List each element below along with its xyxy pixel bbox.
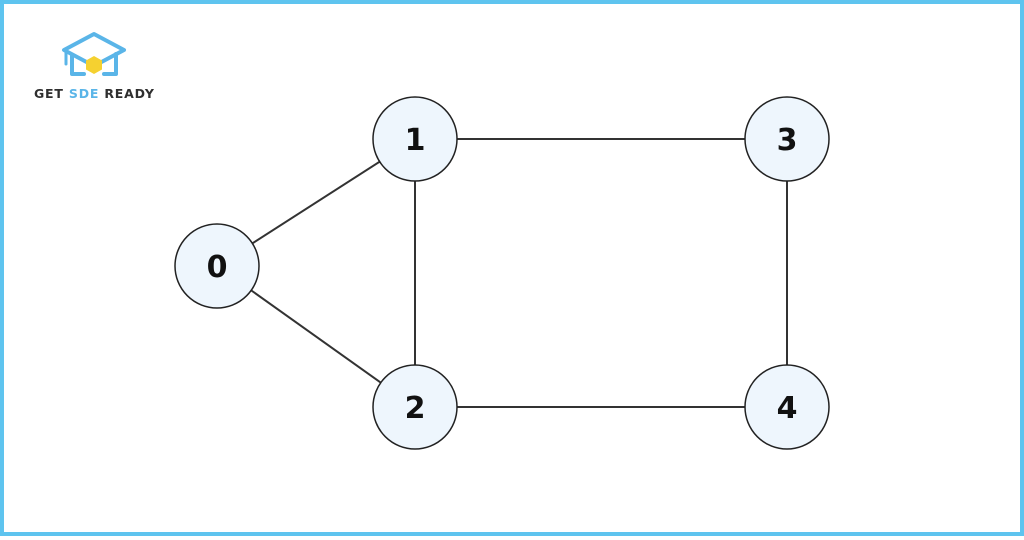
node-2: 2: [372, 364, 458, 450]
node-label: 1: [405, 123, 426, 158]
node-3: 3: [744, 96, 830, 182]
graph-nodes: 0 1 2 3 4: [174, 96, 830, 450]
node-0: 0: [174, 223, 260, 309]
node-circle: [174, 223, 260, 309]
brand-logo: GET SDE READY: [32, 28, 162, 108]
node-label: 3: [777, 123, 798, 158]
node-circle: [744, 96, 830, 182]
brand-name: GET SDE READY: [34, 86, 155, 101]
node-label: 0: [207, 250, 228, 285]
node-1: 1: [372, 96, 458, 182]
graph-edges: [216, 138, 788, 408]
node-circle: [372, 364, 458, 450]
node-label: 2: [405, 391, 426, 426]
node-circle: [744, 364, 830, 450]
brand-name-get: GET: [34, 86, 64, 101]
node-4: 4: [744, 364, 830, 450]
brand-name-ready: READY: [104, 86, 155, 101]
graph-diagram: 0 1 2 3 4: [174, 96, 830, 450]
node-circle: [372, 96, 458, 182]
node-label: 4: [777, 391, 798, 426]
brand-name-sde: SDE: [68, 86, 100, 101]
graduation-house-icon: [62, 32, 126, 76]
